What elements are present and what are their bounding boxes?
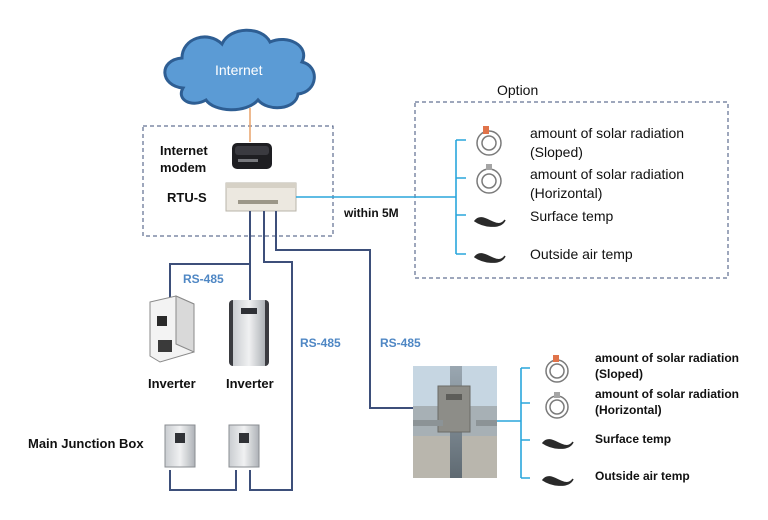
rtu-s-device [225, 182, 297, 212]
internet-label: Internet [215, 62, 263, 78]
inverter-2-label: Inverter [226, 376, 274, 391]
option-title: Option [497, 82, 539, 98]
junction-box-label: Main Junction Box [28, 436, 144, 451]
field-sensor-2-line2: (Horizontal) [595, 403, 662, 417]
inverter-1 [149, 295, 195, 363]
inverter-1-label: Inverter [148, 376, 196, 391]
rs485-label-field: RS-485 [380, 336, 421, 350]
field-sensor-2-line1: amount of solar radiation [595, 387, 740, 401]
option-sensor-2-line2: (Horizontal) [530, 185, 603, 201]
field-sensor-1-line1: amount of solar radiation [595, 351, 740, 365]
option-sensor-icons [473, 126, 506, 263]
option-sensor-1-line1: amount of solar radiation [530, 125, 685, 141]
junction-box-1 [164, 424, 196, 468]
option-sensor-4-line1: Outside air temp [530, 246, 633, 262]
option-sensor-3-line1: Surface temp [530, 208, 614, 224]
field-sensor-4-line1: Outside air temp [595, 469, 690, 483]
option-sensor-1-line2: (Sloped) [530, 144, 583, 160]
site-frame [142, 125, 334, 237]
rs485-label-junction: RS-485 [300, 336, 341, 350]
rtu-label: RTU-S [167, 190, 207, 205]
field-installation-photo [413, 366, 497, 478]
modem-label: Internet modem [160, 143, 208, 175]
field-sensor-3-line1: Surface temp [595, 432, 672, 446]
internet-cloud [163, 28, 316, 112]
field-sensor-icons [541, 355, 574, 486]
internet-modem [232, 143, 272, 169]
inverter-2 [229, 300, 269, 366]
option-frame [414, 101, 729, 279]
junction-box-2 [228, 424, 260, 468]
distance-label: within 5M [344, 206, 399, 220]
field-sensor-1-line2: (Sloped) [595, 367, 643, 381]
rs485-label-inverters: RS-485 [183, 272, 224, 286]
option-sensor-2-line1: amount of solar radiation [530, 166, 685, 182]
